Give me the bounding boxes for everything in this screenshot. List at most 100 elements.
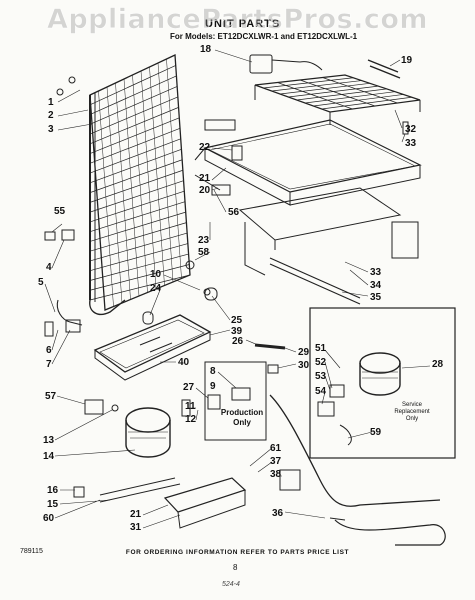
callout-29: 29: [298, 347, 310, 358]
callout-58: 58: [198, 247, 210, 258]
production-only-box: [204, 361, 267, 441]
control-bracket: [391, 221, 419, 259]
callout-39: 39: [231, 326, 243, 337]
callout-13: 13: [43, 435, 55, 446]
callout-52: 52: [315, 357, 327, 368]
callout-56: 56: [228, 207, 240, 218]
tube-26: [254, 343, 286, 350]
callout-5: 5: [38, 277, 44, 288]
insulation-57: [84, 399, 104, 415]
screw-13: [111, 404, 119, 412]
compressor: [125, 407, 171, 458]
callout-53: 53: [315, 371, 327, 382]
clip-55-b: [61, 229, 75, 241]
callout-1: 1: [48, 97, 54, 108]
page-number: 8: [233, 563, 238, 572]
callout-40: 40: [178, 357, 190, 368]
compressor-base-plate: [99, 477, 247, 529]
clip-55-a: [44, 231, 56, 241]
ordering-info: FOR ORDERING INFORMATION REFER TO PARTS …: [125, 549, 350, 556]
watermark-text: AppliancePartsPros.com: [46, 4, 429, 36]
screw-10: [203, 288, 211, 296]
callout-21-bottom: 21: [130, 509, 142, 520]
overload-27: [207, 394, 221, 410]
callout-9: 9: [210, 381, 216, 392]
callout-27: 27: [183, 382, 195, 393]
callout-33-bottom: 33: [370, 267, 382, 278]
handwritten-mark: 524-4: [222, 581, 240, 588]
callout-26: 26: [232, 336, 244, 347]
model-numbers: For Models: ET12DCXLWR-1 and ET12DCXLWL-…: [170, 32, 358, 41]
callout-18: 18: [200, 44, 212, 55]
diagram-title: UNIT PARTS: [205, 18, 281, 30]
relay-9: [231, 387, 251, 401]
relay-52: [329, 384, 345, 398]
heater-element: [367, 59, 401, 79]
leader-lines: [44, 49, 431, 529]
callout-7: 7: [46, 359, 52, 370]
callout-54: 54: [315, 386, 327, 397]
grommet-25: [204, 287, 218, 301]
callout-2: 2: [48, 110, 54, 121]
screw-2: [68, 76, 76, 84]
clip-16: [73, 486, 85, 498]
callout-14: 14: [43, 451, 55, 462]
callout-12: 12: [185, 414, 197, 425]
junction-38: [279, 469, 301, 491]
callout-38: 38: [270, 469, 282, 480]
callout-51: 51: [315, 343, 327, 354]
callout-61: 61: [270, 443, 282, 454]
condenser-tubing: [269, 394, 446, 546]
grommet-24: [142, 311, 154, 325]
screw-33: [402, 121, 409, 135]
shelf-rack: [254, 74, 421, 125]
callout-28: 28: [432, 359, 444, 370]
callout-24: 24: [150, 283, 162, 294]
screw-58: [185, 260, 195, 270]
callout-57: 57: [45, 391, 57, 402]
condenser-coil: [89, 54, 191, 316]
callout-4: 4: [46, 262, 52, 273]
screw-1: [56, 88, 64, 96]
callout-25: 25: [231, 315, 243, 326]
callout-59: 59: [370, 427, 382, 438]
callout-16: 16: [47, 485, 59, 496]
service-replacement-note: Service Replacement Only: [394, 402, 430, 422]
service-replacement-box: [309, 307, 456, 459]
reference-code: 789115: [20, 548, 43, 555]
evaporator-tray: [203, 119, 422, 276]
drain-trough: [269, 257, 361, 305]
callout-23: 23: [198, 235, 210, 246]
callout-22: 22: [199, 142, 211, 153]
defrost-timer: [249, 54, 273, 74]
callout-36: 36: [272, 508, 284, 519]
callout-8: 8: [210, 366, 216, 377]
drier: [65, 319, 81, 333]
callout-20: 20: [199, 185, 211, 196]
callout-19: 19: [401, 55, 413, 66]
callout-55: 55: [54, 206, 66, 217]
callout-10: 10: [150, 269, 162, 280]
callout-33-top: 33: [405, 138, 417, 149]
callout-34: 34: [370, 280, 382, 291]
overload-54: [317, 401, 335, 417]
drain-pan: [93, 314, 212, 381]
thermostat: [231, 145, 243, 161]
cord-59: [339, 424, 352, 446]
callout-31: 31: [130, 522, 142, 533]
clip-6: [44, 321, 54, 337]
callout-15: 15: [47, 499, 59, 510]
callout-37: 37: [270, 456, 282, 467]
callout-35: 35: [370, 292, 382, 303]
callout-6: 6: [46, 345, 52, 356]
callout-21-top: 21: [199, 173, 211, 184]
callout-32: 32: [405, 124, 417, 135]
callout-3: 3: [48, 124, 54, 135]
bracket-20: [204, 119, 236, 131]
callout-11: 11: [185, 401, 196, 412]
callout-60: 60: [43, 513, 55, 524]
callout-30: 30: [298, 360, 310, 371]
service-compressor: [359, 352, 401, 396]
